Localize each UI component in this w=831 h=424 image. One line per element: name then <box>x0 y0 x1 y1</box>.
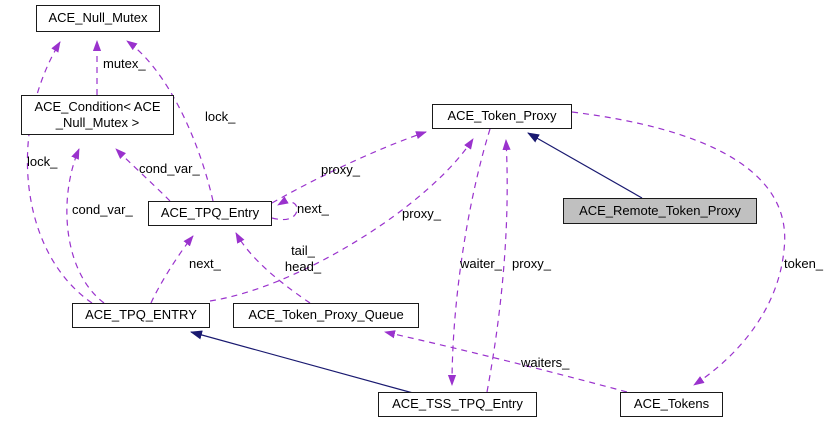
node-ace-null-mutex[interactable]: ACE_Null_Mutex <box>36 5 160 32</box>
edge-label-tail-head: tail_ head_ <box>284 243 322 274</box>
node-ace-tpq-ENTRY[interactable]: ACE_TPQ_ENTRY <box>72 303 210 328</box>
edge-label-proxy-upper: proxy_ <box>321 162 361 177</box>
edge-cond-var-from-tpq-entry <box>115 148 171 202</box>
node-label: ACE_Token_Proxy <box>447 108 557 124</box>
edge-label-proxy-middle: proxy_ <box>402 206 442 221</box>
edge-label-waiters: waiters_ <box>521 355 570 370</box>
edge-label-lock-right: lock_ <box>205 109 236 124</box>
edge-label-lock-left: lock_ <box>27 154 58 169</box>
node-ace-tpq-entry[interactable]: ACE_TPQ_Entry <box>148 201 272 226</box>
node-label: ACE_Tokens <box>633 396 710 412</box>
edge-label-cond-var-upper: cond_var_ <box>139 161 200 176</box>
edge-label-next-self: next_ <box>297 201 329 216</box>
edge-label-waiter: waiter_ <box>460 256 502 271</box>
edge-label-proxy-right: proxy_ <box>512 256 552 271</box>
node-label: ACE_TSS_TPQ_Entry <box>392 396 523 412</box>
node-label: ACE_TPQ_Entry <box>160 205 260 221</box>
node-ace-tokens[interactable]: ACE_Tokens <box>620 392 723 417</box>
node-label: ACE_Remote_Token_Proxy <box>579 202 741 218</box>
edge-token <box>571 111 786 386</box>
edge-cond-var-from-tpq-ENTRY <box>66 148 105 304</box>
edge-waiter <box>447 128 491 386</box>
edge-proxy-from-tpq-ENTRY <box>209 138 474 302</box>
node-ace-remote-token-proxy[interactable]: ACE_Remote_Token_Proxy <box>563 198 757 224</box>
node-ace-tss-tpq-entry[interactable]: ACE_TSS_TPQ_Entry <box>378 392 537 417</box>
node-ace-condition-null-mutex[interactable]: ACE_Condition< ACE _Null_Mutex > <box>21 95 174 135</box>
node-label: ACE_Token_Proxy_Queue <box>248 307 404 323</box>
edge-lock-from-tpq-ENTRY <box>26 41 93 304</box>
edge-lock-from-tpq-entry <box>126 40 214 202</box>
node-label: ACE_Null_Mutex <box>48 10 148 26</box>
node-label: ACE_Condition< ACE _Null_Mutex > <box>34 98 161 130</box>
node-label: ACE_TPQ_ENTRY <box>85 307 197 323</box>
edge-label-cond-var-lower: cond_var_ <box>72 202 133 217</box>
edge-proxy-from-tss <box>486 139 511 393</box>
edge-inherit-tss-tpq-entry <box>190 330 414 394</box>
edge-proxy-from-tpq-entry <box>271 131 427 204</box>
edge-tail-head <box>235 232 311 304</box>
edge-waiters <box>384 330 628 393</box>
edge-inherit-remote-token-proxy <box>527 132 643 199</box>
node-ace-token-proxy-queue[interactable]: ACE_Token_Proxy_Queue <box>233 303 419 328</box>
edge-next-self-loop <box>271 196 298 221</box>
node-ace-token-proxy[interactable]: ACE_Token_Proxy <box>432 104 572 129</box>
edge-label-next-lower: next_ <box>189 256 221 271</box>
edge-next-from-tpq-ENTRY <box>150 235 194 304</box>
edge-label-token: token_ <box>784 256 824 271</box>
edge-label-mutex: mutex_ <box>103 56 146 71</box>
